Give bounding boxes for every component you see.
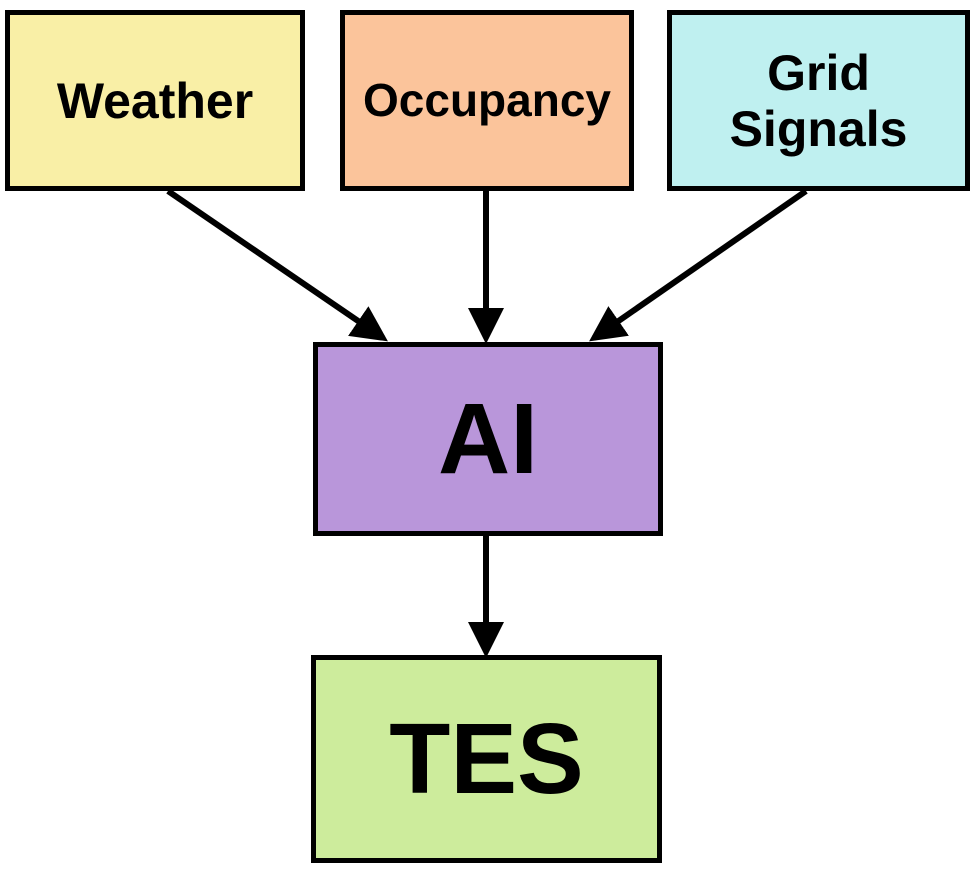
node-tes: TES: [311, 655, 662, 863]
node-occupancy: Occupancy: [340, 10, 634, 191]
node-grid-signals-label: Grid Signals: [729, 44, 908, 157]
arrow-grid-to-ai: [589, 188, 808, 342]
node-ai-label: AI: [438, 383, 538, 495]
node-ai: AI: [313, 342, 663, 536]
node-tes-label: TES: [389, 703, 584, 815]
node-occupancy-label: Occupancy: [363, 73, 611, 126]
node-weather-label: Weather: [56, 72, 254, 129]
node-grid-signals: Grid Signals: [667, 10, 970, 191]
node-weather: Weather: [5, 10, 305, 191]
arrow-weather-to-ai: [166, 188, 388, 342]
